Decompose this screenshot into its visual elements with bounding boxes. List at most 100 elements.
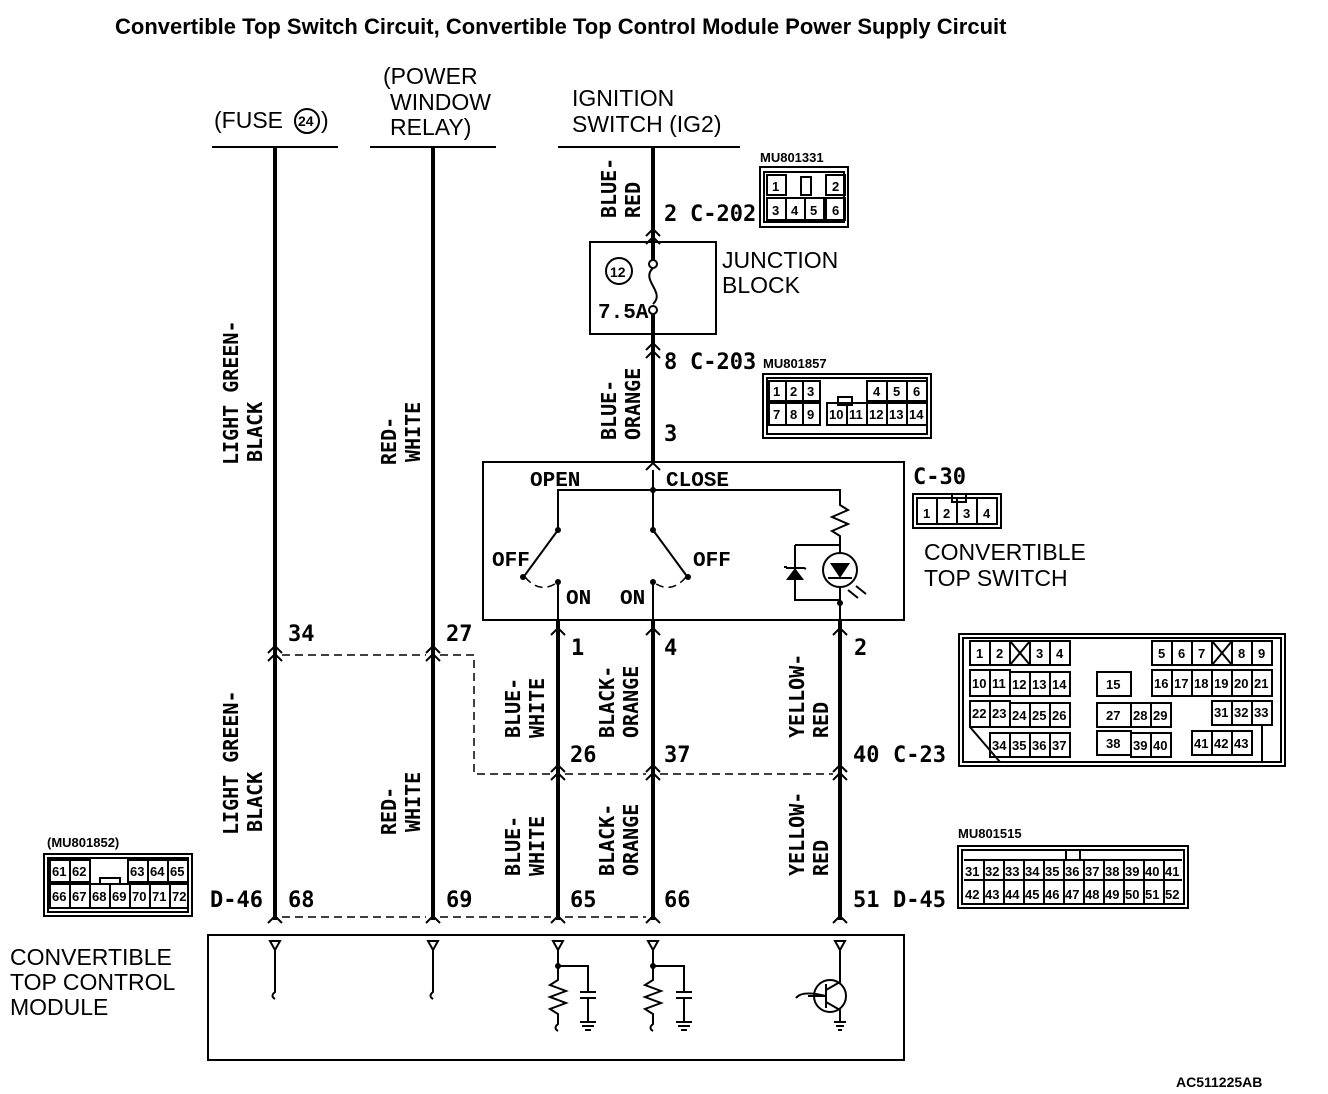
c30-connector-face: 1 2 3 4 xyxy=(912,493,1002,529)
switch-on-right: ON xyxy=(620,588,645,611)
pin-51: 51 xyxy=(853,888,880,913)
svg-text:40: 40 xyxy=(1153,738,1167,753)
d45-label: D-45 xyxy=(893,888,946,913)
svg-text:63: 63 xyxy=(130,864,144,879)
wire-label-lgb-top-1: LIGHT GREEN- xyxy=(219,321,243,466)
svg-text:36: 36 xyxy=(1065,864,1079,879)
svg-text:11: 11 xyxy=(992,676,1006,691)
switch-off-right: OFF xyxy=(693,550,731,573)
svg-text:1: 1 xyxy=(976,646,983,661)
svg-text:3: 3 xyxy=(772,203,779,218)
fuse-label-close: ) xyxy=(321,107,329,133)
wire-label-bw-bot-2: WHITE xyxy=(525,816,549,876)
svg-text:24: 24 xyxy=(1012,708,1027,723)
c23-label: C-23 xyxy=(893,743,946,768)
svg-text:33: 33 xyxy=(1254,705,1268,720)
resistor-symbol xyxy=(829,500,851,545)
svg-text:9: 9 xyxy=(1258,646,1265,661)
svg-text:70: 70 xyxy=(132,889,146,904)
power-window-relay-label-3: RELAY) xyxy=(390,114,471,140)
svg-text:27: 27 xyxy=(1106,708,1120,723)
c30-pin-3: 3 xyxy=(664,422,677,447)
mu801331-label: MU801331 xyxy=(760,150,824,165)
svg-text:13: 13 xyxy=(1032,677,1046,692)
junction-block-label-2: BLOCK xyxy=(722,272,801,298)
junction-fuse-number-circle xyxy=(605,257,633,285)
svg-text:61: 61 xyxy=(52,864,66,879)
svg-text:40: 40 xyxy=(1145,864,1159,879)
svg-text:23: 23 xyxy=(992,706,1006,721)
wire-label-rw-bot-1: RED- xyxy=(377,787,401,835)
junction-fuse-rating: 7.5A xyxy=(598,302,649,325)
svg-text:2: 2 xyxy=(996,646,1003,661)
module-name-3: MODULE xyxy=(10,994,108,1020)
mu801852-label: (MU801852) xyxy=(47,835,119,850)
pin-34: 34 xyxy=(288,622,315,647)
svg-text:3: 3 xyxy=(1036,646,1043,661)
svg-text:43: 43 xyxy=(1234,736,1248,751)
svg-text:64: 64 xyxy=(150,864,165,879)
svg-text:2: 2 xyxy=(790,384,797,399)
c202-label: C-202 xyxy=(690,202,756,227)
svg-text:62: 62 xyxy=(72,864,86,879)
svg-text:29: 29 xyxy=(1153,708,1167,723)
c202-pin: 2 xyxy=(664,202,677,227)
svg-text:48: 48 xyxy=(1085,887,1099,902)
svg-text:4: 4 xyxy=(983,506,991,521)
wire-label-bw-bot-1: BLUE- xyxy=(501,816,525,876)
power-window-relay-label-2: WINDOW xyxy=(390,89,491,115)
d45-connector-face: 31 32 33 34 35 36 37 38 39 40 41 42 43 4… xyxy=(957,845,1189,909)
svg-text:16: 16 xyxy=(1154,676,1168,691)
zener-diode-icon xyxy=(786,568,804,580)
wire-label-bo-1: BLUE- xyxy=(597,380,621,440)
svg-text:71: 71 xyxy=(152,889,166,904)
svg-text:7: 7 xyxy=(1198,646,1205,661)
svg-text:39: 39 xyxy=(1125,864,1139,879)
wire-label-bko-mid-2: ORANGE xyxy=(619,666,643,738)
wire-label-br-2: RED xyxy=(621,182,645,218)
svg-text:49: 49 xyxy=(1105,887,1119,902)
svg-text:32: 32 xyxy=(1234,705,1248,720)
module-internals xyxy=(268,940,847,1032)
svg-text:7: 7 xyxy=(773,407,780,422)
c23-shield-dash xyxy=(282,654,833,775)
wire-label-bko-bot-2: ORANGE xyxy=(619,804,643,876)
c203-label: C-203 xyxy=(690,350,756,375)
svg-text:52: 52 xyxy=(1165,887,1179,902)
svg-text:3: 3 xyxy=(963,506,970,521)
wire-label-yr-mid-1: YELLOW- xyxy=(785,654,809,738)
switch-close-label: CLOSE xyxy=(666,470,729,493)
svg-text:19: 19 xyxy=(1214,676,1228,691)
svg-text:9: 9 xyxy=(807,407,814,422)
svg-text:21: 21 xyxy=(1254,676,1268,691)
svg-text:39: 39 xyxy=(1133,738,1147,753)
svg-text:17: 17 xyxy=(1174,676,1188,691)
wire-label-br-1: BLUE- xyxy=(597,158,621,218)
svg-text:1: 1 xyxy=(772,179,779,194)
svg-text:45: 45 xyxy=(1025,887,1039,902)
svg-text:31: 31 xyxy=(965,864,979,879)
svg-text:12: 12 xyxy=(869,407,883,422)
svg-text:41: 41 xyxy=(1165,864,1179,879)
junction-block-label-1: JUNCTION xyxy=(722,247,838,273)
wire-label-rw-bot-2: WHITE xyxy=(401,772,425,832)
module-name-1: CONVERTIBLE xyxy=(10,944,172,970)
wire-label-bko-bot-1: BLACK- xyxy=(595,804,619,876)
svg-text:28: 28 xyxy=(1133,708,1147,723)
diagram-title: Convertible Top Switch Circuit, Converti… xyxy=(115,14,1007,39)
svg-text:4: 4 xyxy=(1056,646,1064,661)
pin-26: 26 xyxy=(570,743,597,768)
open-switch-blade xyxy=(524,529,559,576)
svg-text:22: 22 xyxy=(972,706,986,721)
switch-bus xyxy=(557,489,841,530)
svg-text:34: 34 xyxy=(992,738,1007,753)
c23-connector-face: 1 2 3 4 5 6 7 8 9 10 11 12 13 14 15 16 1… xyxy=(958,633,1286,767)
switch-on-left: ON xyxy=(566,588,591,611)
svg-text:46: 46 xyxy=(1045,887,1059,902)
svg-text:50: 50 xyxy=(1125,887,1139,902)
svg-text:31: 31 xyxy=(1214,705,1228,720)
control-module-box xyxy=(207,934,905,1061)
svg-text:33: 33 xyxy=(1005,864,1019,879)
pin-65: 65 xyxy=(570,888,597,913)
pin-27: 27 xyxy=(446,622,473,647)
